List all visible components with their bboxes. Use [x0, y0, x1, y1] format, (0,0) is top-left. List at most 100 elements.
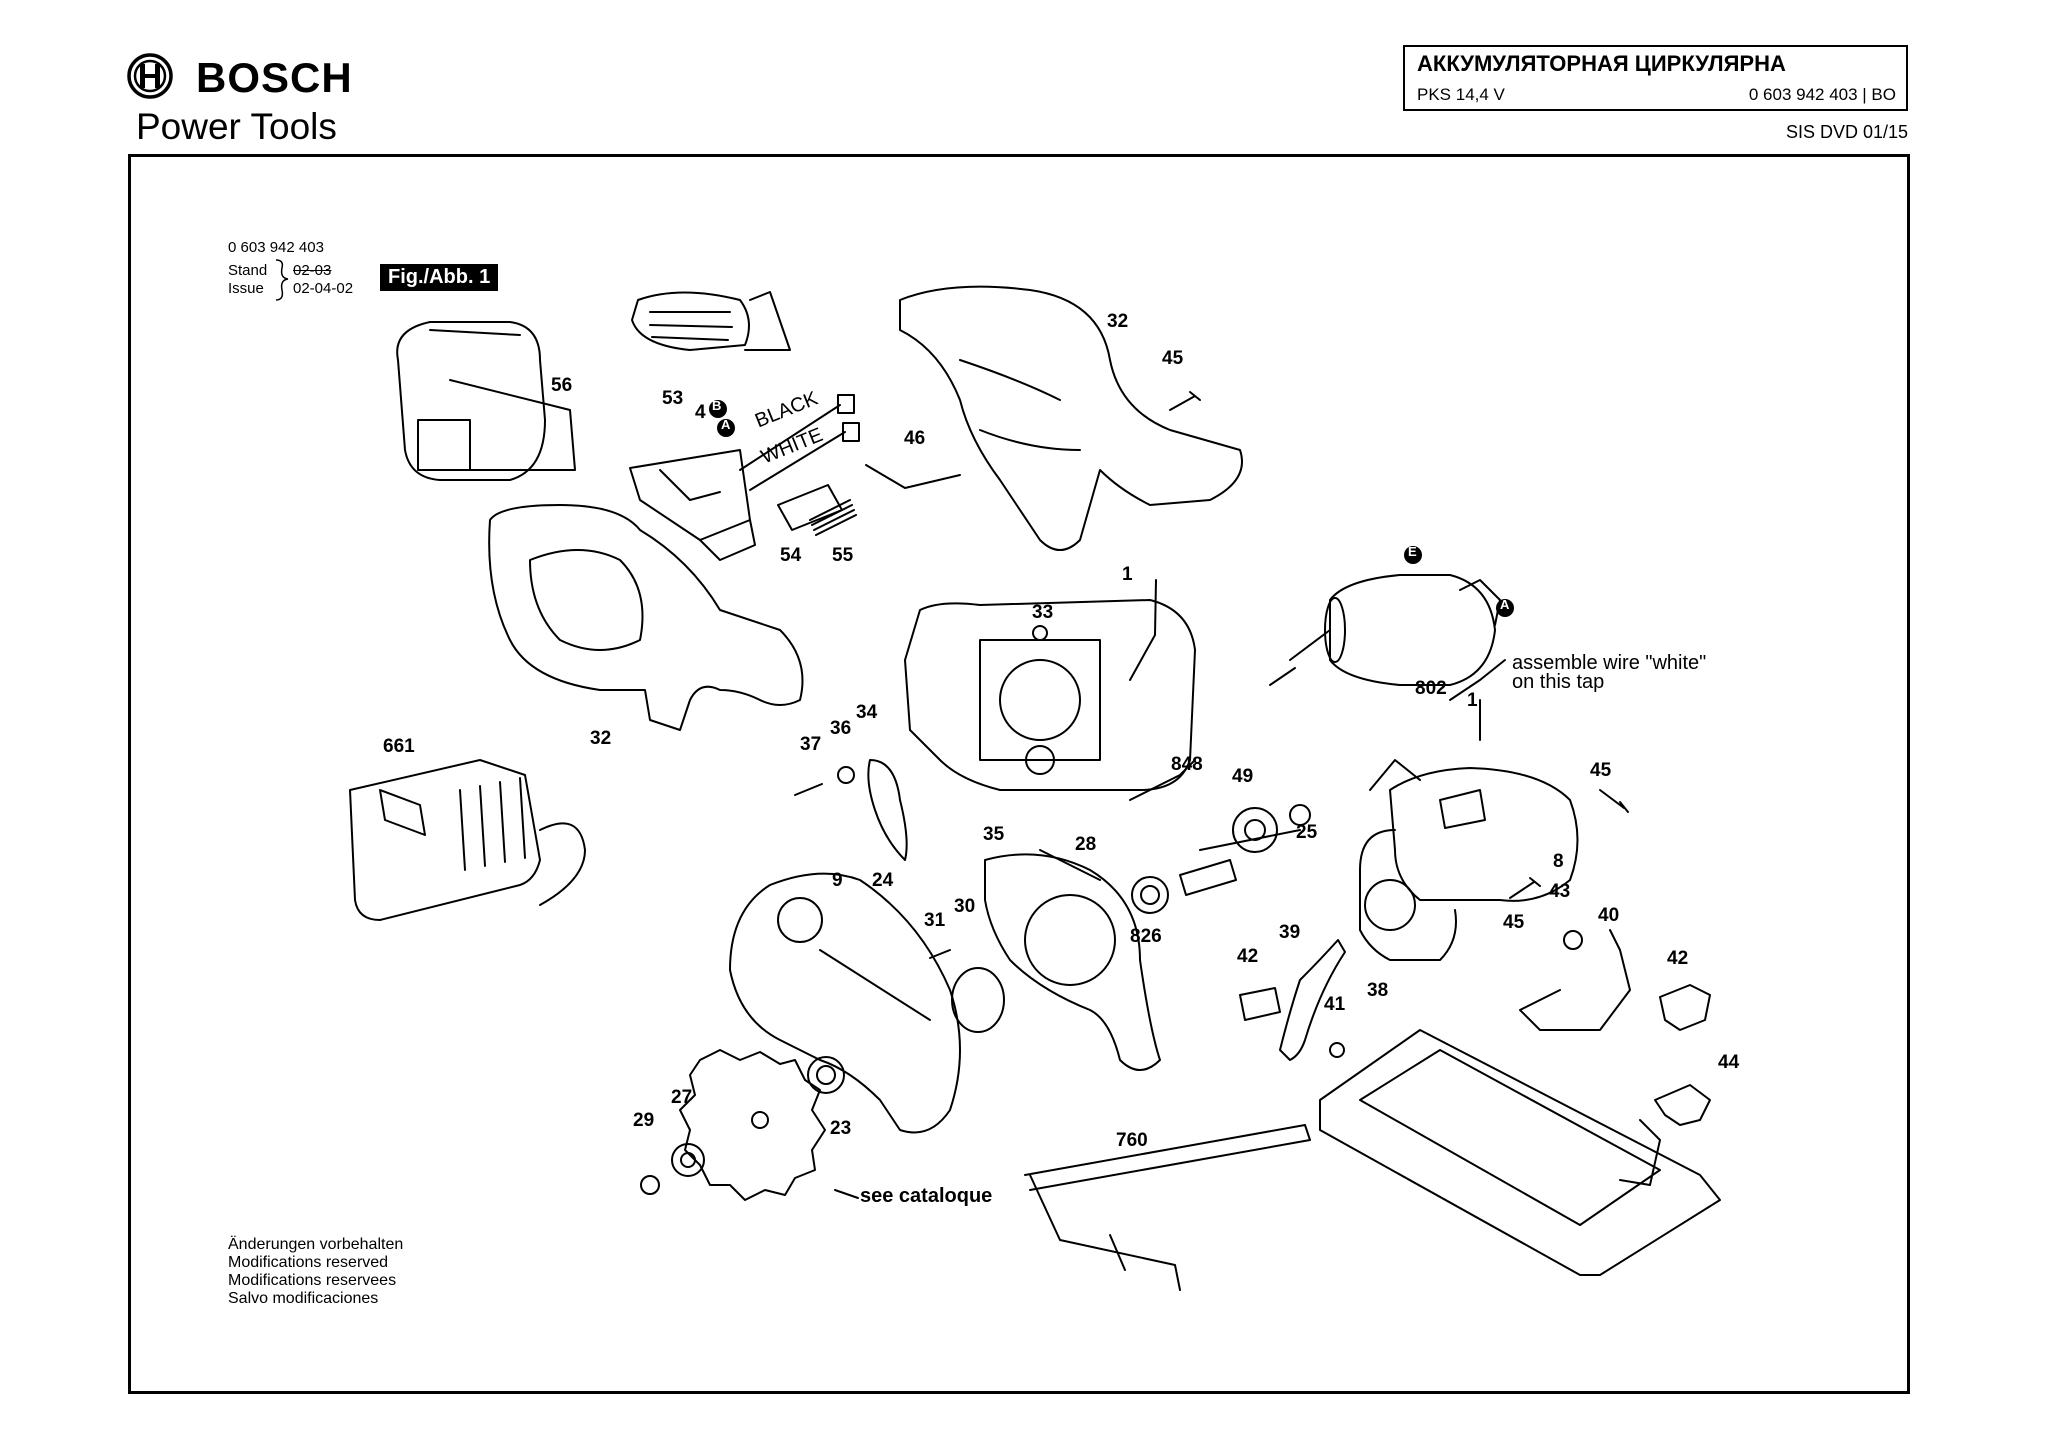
leader-line-catalogue	[834, 1189, 859, 1199]
housing-half-right-shape	[899, 285, 1243, 551]
part-label: 25	[1296, 822, 1318, 843]
marker-a-motor: A	[1500, 597, 1510, 612]
division-name: Power Tools	[136, 106, 337, 147]
bosch-logo-icon	[127, 53, 173, 99]
handle-cover-shape	[631, 291, 791, 351]
motor-housing-shape	[904, 599, 1196, 791]
part-label: 36	[830, 718, 852, 739]
battery-pack-shape	[396, 321, 576, 481]
base-plate-38-shape	[1319, 1029, 1721, 1276]
title-box: АККУМУЛЯТОРНАЯ ЦИРКУЛЯРНА PKS 14,4 V 0 6…	[1403, 45, 1908, 111]
bearing-25	[1289, 804, 1311, 826]
housing-half-left-shape	[488, 504, 804, 731]
tool-part-number: 0 603 942 403 | BO	[1748, 85, 1896, 104]
part-label: 802	[1415, 678, 1447, 699]
leader-line-848	[1129, 759, 1196, 801]
marker-a-badge	[717, 419, 735, 437]
part-label: 46	[904, 428, 926, 449]
part-label: 1	[1122, 564, 1133, 585]
part-label: 41	[1324, 994, 1346, 1015]
bearing-826	[1131, 876, 1169, 914]
modifications-notice: Änderungen vorbehalten Modifications res…	[228, 1236, 403, 1308]
marker-e-badge	[1404, 546, 1422, 564]
part-label: 760	[1116, 1130, 1148, 1151]
leader-line-1a	[1129, 579, 1157, 681]
part-label: 37	[800, 734, 822, 755]
notice-line: Modifications reservees	[228, 1272, 397, 1289]
marker-b-badge	[709, 400, 727, 418]
lower-guard-35-shape	[984, 853, 1161, 1071]
part-label: 8	[1553, 851, 1564, 872]
wire-terminal-white	[842, 422, 860, 442]
part-label: 34	[856, 702, 878, 723]
part-label: 9	[832, 870, 843, 891]
spring-28	[1039, 849, 1101, 881]
part-label: 661	[383, 736, 415, 757]
rip-fence-760-shape	[1024, 1124, 1311, 1291]
issue-label: Issue	[228, 280, 264, 297]
blade-guard-lever-34	[867, 759, 908, 861]
part-label: 45	[1503, 912, 1525, 933]
part-label: 1	[1467, 690, 1478, 711]
part-label: 49	[1232, 766, 1254, 787]
part-label: 27	[671, 1087, 693, 1108]
screw-45b	[1599, 789, 1629, 813]
nut-33-shape	[1032, 625, 1048, 641]
screw-31	[929, 949, 951, 959]
marker-b: B	[712, 398, 722, 413]
part-label: 42	[1667, 948, 1689, 969]
leader-line-note	[1449, 659, 1506, 701]
scale-39	[1279, 939, 1346, 1061]
screw-37	[794, 783, 823, 796]
part-label: 53	[662, 388, 684, 409]
notice-line: Salvo modificaciones	[228, 1290, 379, 1307]
tool-model: PKS 14,4 V	[1417, 85, 1505, 104]
part-label: 32	[590, 728, 612, 749]
part-label: 54	[780, 545, 802, 566]
screw-45c	[1509, 877, 1541, 899]
part-label: 29	[633, 1110, 655, 1131]
charger-shape	[349, 759, 586, 921]
bolt-29	[640, 1175, 660, 1195]
edition-label: SIS DVD 01/15	[1785, 122, 1908, 142]
part-label: 40	[1598, 905, 1620, 926]
shaft-body	[1179, 859, 1237, 896]
part-label: 848	[1171, 754, 1203, 775]
brace-icon	[275, 259, 289, 301]
knob-44	[1654, 1084, 1711, 1126]
screw-45a	[1169, 391, 1201, 411]
marker-a2-badge	[1496, 599, 1514, 617]
part-label: 30	[954, 896, 976, 917]
saw-blade-shape	[679, 1049, 826, 1201]
part-label: 42	[1237, 946, 1259, 967]
part-label: 28	[1075, 834, 1097, 855]
part-label: 39	[1279, 922, 1301, 943]
shaft-848	[1199, 829, 1301, 851]
notice-line: Änderungen vorbehalten	[228, 1236, 404, 1253]
figure-tag: Fig./Abb. 1	[380, 264, 499, 291]
diagram-frame	[128, 154, 1910, 1394]
ring-30	[951, 967, 1005, 1033]
bracket-40	[1519, 929, 1631, 1031]
wire-note-line-2: on this tap	[1512, 671, 1605, 693]
marker-e: E	[1408, 544, 1417, 559]
wire-terminal-black	[837, 394, 855, 414]
flange-27	[671, 1143, 705, 1177]
part-label: 23	[830, 1118, 852, 1139]
gear-49	[1232, 807, 1278, 853]
hex-key-shape	[865, 464, 961, 489]
issue-value: 02-04-02	[293, 280, 354, 297]
knob-43	[1563, 930, 1583, 950]
magnet-shape	[777, 484, 843, 531]
part-label: 38	[1367, 980, 1389, 1001]
notice-line: Modifications reserved	[228, 1254, 389, 1271]
wire-note-line-1: assemble wire "white"	[1512, 652, 1707, 674]
flange-23	[807, 1056, 845, 1094]
marker-a: A	[721, 417, 731, 432]
part-label: 826	[1130, 926, 1162, 947]
part-label: 56	[551, 375, 573, 396]
part-label: 45	[1590, 760, 1612, 781]
sheet-tool-number: 0 603 942 403	[228, 239, 324, 256]
knob-42b	[1659, 984, 1711, 1031]
stand-value: 02-03	[293, 262, 332, 279]
